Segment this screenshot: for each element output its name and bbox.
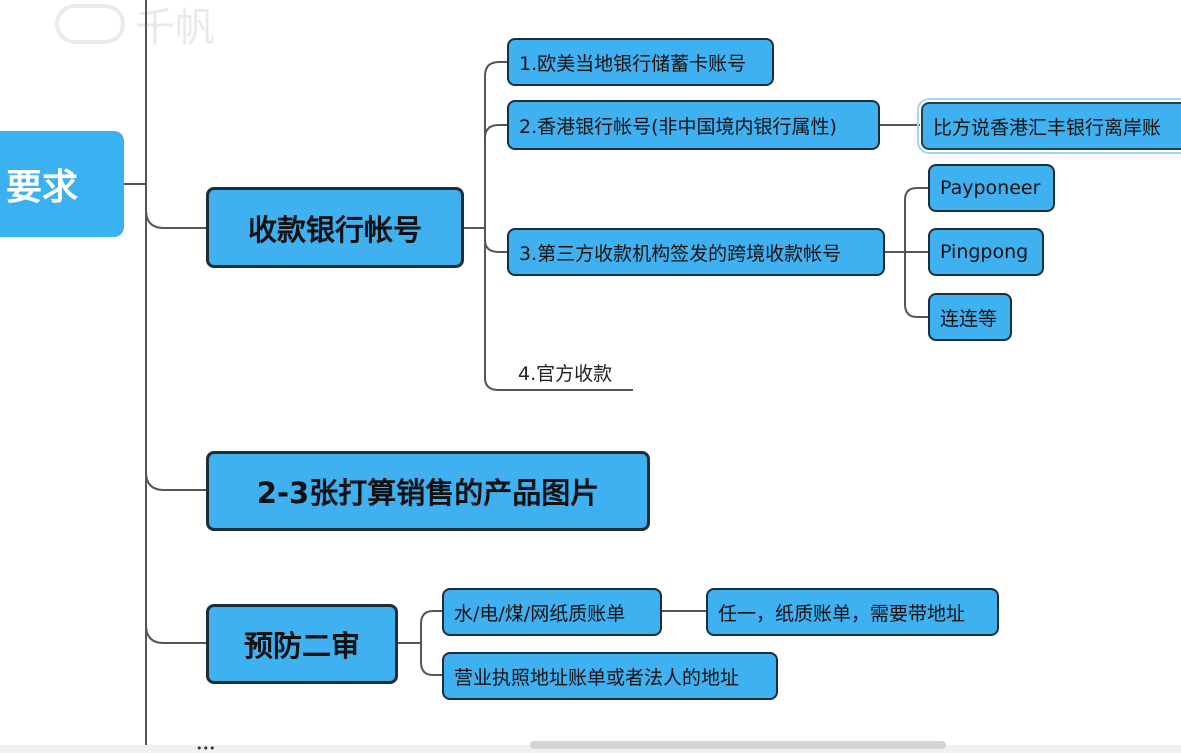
- spine-to-review-line: [145, 624, 208, 644]
- any-paper-bill-label: 任一，纸质账单，需要带地址: [718, 602, 966, 625]
- horizontal-scrollbar[interactable]: [530, 741, 946, 749]
- license-address-label: 营业执照地址账单或者法人的地址: [454, 666, 740, 689]
- pingpong-node[interactable]: Pingpong: [928, 228, 1044, 276]
- license-address-node[interactable]: 营业执照地址账单或者法人的地址: [442, 652, 778, 700]
- root-node[interactable]: 要求: [0, 131, 124, 237]
- to-lianlian-line: [904, 303, 928, 318]
- hk-example-label: 比方说香港汇丰银行离岸账: [933, 116, 1162, 139]
- product-images-label: 2-3张打算销售的产品图片: [256, 476, 600, 510]
- second-review-node[interactable]: 预防二审: [206, 604, 398, 684]
- watermark-eye-icon: [55, 4, 125, 44]
- hk-bank-label: 2.香港银行帐号(非中国境内银行属性): [519, 115, 837, 138]
- payoneer-node[interactable]: Payponeer: [928, 164, 1055, 212]
- product-images-node[interactable]: 2-3张打算销售的产品图片: [206, 451, 650, 531]
- bank-to-item4-line: [484, 377, 633, 391]
- to-utility-line: [420, 610, 442, 625]
- watermark-text: 千帆: [135, 5, 215, 51]
- pingpong-label: Pingpong: [940, 241, 1029, 263]
- utility-bill-node[interactable]: 水/电/煤/网纸质账单: [442, 588, 662, 636]
- lianlian-node[interactable]: 连连等: [928, 293, 1012, 341]
- dock-app-icon[interactable]: •••: [196, 742, 216, 753]
- second-review-label: 预防二审: [243, 629, 360, 663]
- spine-to-images-line: [145, 471, 208, 491]
- root-label: 要求: [5, 167, 78, 208]
- official-collection-text[interactable]: 4.官方收款: [518, 359, 612, 386]
- hk-bank-node[interactable]: 2.香港银行帐号(非中国境内银行属性): [507, 100, 880, 150]
- hk-example-node[interactable]: 比方说香港汇丰银行离岸账: [917, 98, 1181, 154]
- to-license-line: [420, 661, 442, 676]
- bottom-bar: [0, 745, 1181, 753]
- official-collection-label: 4.官方收款: [518, 363, 613, 385]
- lianlian-label: 连连等: [940, 307, 998, 330]
- bank-to-item3-line: [484, 239, 507, 253]
- payoneer-label: Payponeer: [940, 177, 1041, 199]
- watermark-logo: 千帆: [55, 0, 275, 51]
- local-card-label: 1.欧美当地银行储蓄卡账号: [519, 52, 747, 75]
- to-payoneer-line: [904, 187, 928, 201]
- bank-account-node[interactable]: 收款银行帐号: [206, 187, 464, 268]
- third-party-label: 3.第三方收款机构签发的跨境收款帐号: [519, 242, 842, 265]
- local-card-node[interactable]: 1.欧美当地银行储蓄卡账号: [507, 38, 774, 86]
- bank-to-item2-line: [484, 124, 507, 139]
- utility-bill-label: 水/电/煤/网纸质账单: [454, 602, 626, 625]
- third-party-node[interactable]: 3.第三方收款机构签发的跨境收款帐号: [507, 228, 885, 276]
- any-paper-bill-node[interactable]: 任一，纸质账单，需要带地址: [706, 588, 999, 636]
- spine-to-bank-line: [145, 209, 208, 229]
- bank-account-label: 收款银行帐号: [247, 212, 422, 247]
- bank-to-item1-line: [484, 61, 507, 77]
